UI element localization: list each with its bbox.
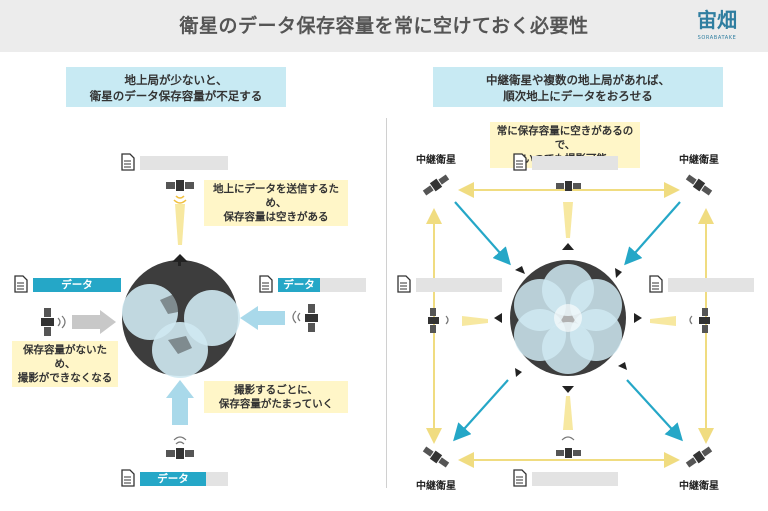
storage-bar-right-east [668,278,754,292]
note-left-bottom-line2: 保存容量がたまっていく [218,398,334,410]
capture-arrow-bottom [166,380,194,425]
relay-label-top-right: 中継衛星 [679,155,719,166]
logo: 宙畑 SORABATAKE [684,6,750,48]
relay-label-top-left: 中継衛星 [416,155,456,166]
ground-stations-right [494,243,642,393]
storage-bar-right-top [532,156,618,170]
satellite-right-side [292,304,318,332]
relay-satellite-br [685,446,713,468]
note-left-side-line1: 保存容量がないため、 [23,344,107,370]
right-caption-line1: 中継衛星や複数の地上局があれば、 [486,73,670,87]
data-label-right: データ [278,278,320,292]
left-caption: 地上局が少ないと、 衛星のデータ保存容量が不足する [66,67,286,107]
panel-divider [386,118,387,488]
satellite-left-top [166,180,194,204]
storage-bar-right-bottom [532,472,618,486]
data-label-left: データ [33,278,121,292]
header-bar: 衛星のデータ保存容量を常に空けておく必要性 宙畑 SORABATAKE [0,0,768,52]
left-caption-line1: 地上局が少ないと、 [124,73,228,87]
document-icon [121,469,135,487]
document-icon [513,469,527,487]
satellite-right-east [689,308,710,333]
earth-left [122,260,240,378]
relay-satellite-tr [685,174,713,196]
note-left-side-line2: 撮影ができなくなる [17,372,113,384]
storage-bar-top [140,156,228,170]
document-icon [14,275,28,293]
note-left-top-line2: 保存容量は空きがある [223,211,329,223]
document-icon [513,153,527,171]
relay-satellite-bl [422,446,450,468]
satellite-right-west [428,308,449,333]
left-caption-line2: 衛星のデータ保存容量が不足する [89,89,263,103]
satellite-right-bottom [556,436,581,458]
document-icon [649,275,663,293]
downlink-beams-right [462,202,676,430]
capture-arrow-right [240,306,285,330]
relay-satellite-tl [422,174,450,196]
note-left-bottom: 撮影するごとに、 保存容量がたまっていく [204,381,348,413]
document-icon [121,153,135,171]
logo-text: 宙畑 [697,8,737,32]
right-caption-line2: 順次地上にデータをおろせる [503,89,653,103]
downlink-beam-left [175,204,185,245]
relay-arrows [453,201,683,442]
logo-subtext: SORABATAKE [697,35,737,41]
note-right-line1: 常に保存容量に空きがあるので、 [496,125,634,151]
satellite-right-top [556,181,581,191]
right-caption: 中継衛星や複数の地上局があれば、 順次地上にデータをおろせる [433,67,723,107]
storage-bar-right-west [416,278,502,292]
relay-label-bottom-left: 中継衛星 [416,481,456,492]
satellite-left-side [41,308,66,336]
data-label-bottom: データ [140,472,206,486]
document-icon [259,275,273,293]
earth-right [510,260,626,376]
note-left-top-line1: 地上にデータを送信するため、 [213,183,339,209]
satellite-left-bottom [166,436,194,459]
page-title: 衛星のデータ保存容量を常に空けておく必要性 [179,15,589,37]
note-left-top: 地上にデータを送信するため、 保存容量は空きがある [204,180,348,226]
note-left-bottom-line1: 撮影するごとに、 [234,384,318,396]
document-icon [397,275,411,293]
note-left-side: 保存容量がないため、 撮影ができなくなる [12,341,118,387]
blocked-arrow-left [72,310,116,334]
ground-station-left [172,254,188,266]
relay-label-bottom-right: 中継衛星 [679,481,719,492]
